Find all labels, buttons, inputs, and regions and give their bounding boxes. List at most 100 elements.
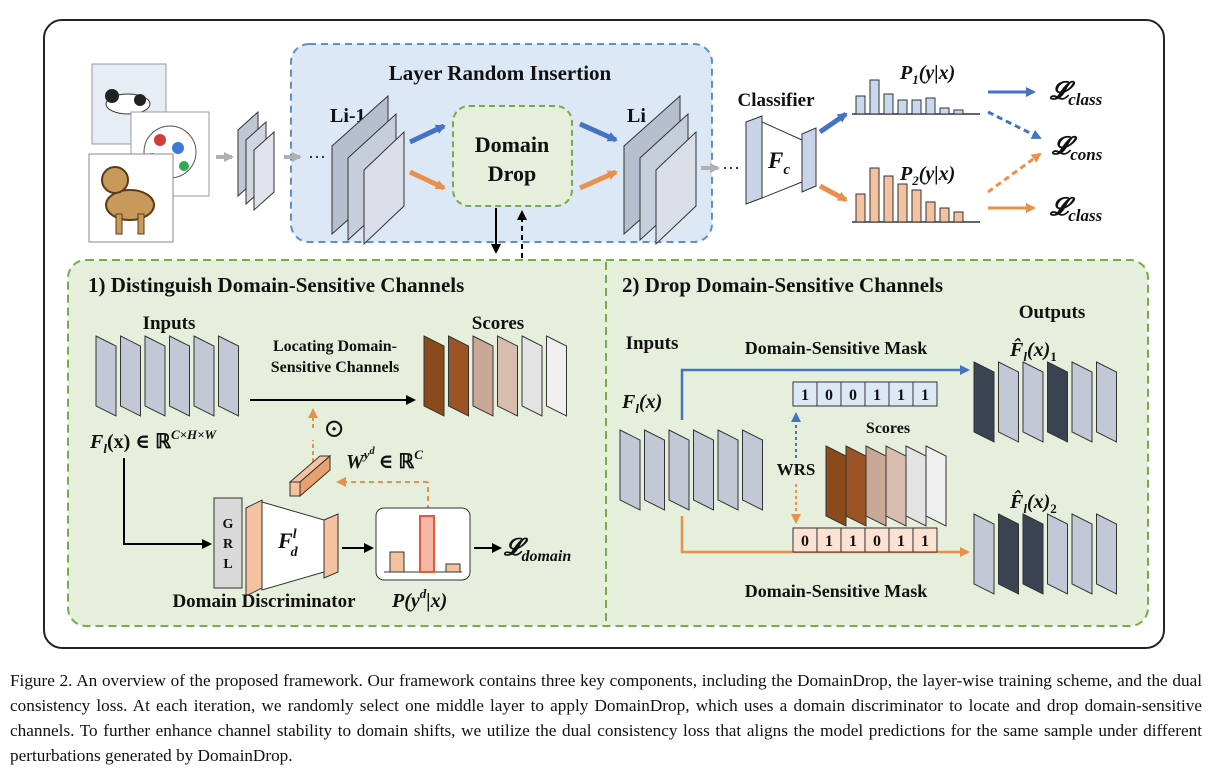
score-channel xyxy=(905,445,927,527)
mask-2-cell xyxy=(840,527,866,553)
grl-r: R xyxy=(223,537,234,552)
grl-block xyxy=(213,497,243,589)
blue-arrow xyxy=(408,123,446,145)
mask-2-value: 1 xyxy=(849,533,857,550)
output-channel xyxy=(1047,361,1068,443)
score-channel xyxy=(825,445,847,527)
p1-bar xyxy=(897,99,908,115)
weight-label: Wyd∈ ℝC xyxy=(346,446,423,473)
layer-cur-label: Li xyxy=(627,105,646,127)
left-panel-title: 1) Distinguish Domain-Sensitive Channels xyxy=(88,273,464,297)
prob-bar xyxy=(389,551,405,573)
output-channel xyxy=(1096,513,1117,595)
left-inputs-label: Inputs xyxy=(143,313,196,334)
mask-2-value: 0 xyxy=(873,533,881,550)
score-channel xyxy=(472,335,494,417)
mask-2-value: 1 xyxy=(921,533,929,550)
p2-bar xyxy=(925,201,936,223)
output-channel xyxy=(1022,361,1044,443)
layer-random-insertion-title: Layer Random Insertion xyxy=(389,61,612,85)
output-channel xyxy=(973,361,995,443)
input-to-grl-arrow xyxy=(123,458,212,549)
output-channel xyxy=(1022,513,1044,595)
p1-bar xyxy=(883,93,894,115)
mask-2-value: 1 xyxy=(897,533,905,550)
orange-arrow xyxy=(408,169,446,191)
score-channel xyxy=(546,335,567,417)
p2-bar xyxy=(911,189,922,223)
p1-bar xyxy=(855,95,866,115)
output-channel xyxy=(1071,513,1093,595)
score-channel xyxy=(521,335,543,417)
input-channel xyxy=(742,429,763,511)
domain-prob-bars xyxy=(384,515,462,573)
mask-1-cell xyxy=(888,381,914,407)
mask-2-value: 1 xyxy=(825,533,833,550)
mask-1-cell xyxy=(864,381,890,407)
prob-label: P(yd|x) xyxy=(391,586,447,612)
grl-l: L xyxy=(223,557,232,572)
framework-diagram: Layer Random Insertion ··· Li-1 Domain xyxy=(43,19,1165,649)
output-channel xyxy=(998,361,1019,443)
input-channel xyxy=(169,335,190,417)
grl-g: G xyxy=(223,517,234,532)
feature-stack-input xyxy=(237,110,275,212)
input-images xyxy=(88,63,210,243)
domaindrop-box xyxy=(452,105,573,207)
p1-bar xyxy=(925,97,936,115)
fl-input-label: Fl(x) ∈ ℝC×H×W xyxy=(89,427,218,456)
output-channel xyxy=(998,513,1019,595)
layer-prev-label: Li-1 xyxy=(330,105,366,127)
domain-discriminator xyxy=(245,499,339,597)
mask-1-value: 1 xyxy=(801,387,809,404)
blue-path-arrow xyxy=(680,365,970,420)
score-channel xyxy=(865,445,887,527)
mask-1-value: 0 xyxy=(849,387,857,404)
score-channel xyxy=(423,335,445,417)
mask-bottom-label: Domain-Sensitive Mask xyxy=(745,581,928,601)
right-panel-title: 2) Drop Domain-Sensitive Channels xyxy=(622,273,943,297)
right-inputs-label: Inputs xyxy=(626,333,679,354)
mask-1-value: 0 xyxy=(825,387,833,404)
output-2-label: F̂l(x)2 xyxy=(1009,489,1057,516)
right-input-channels xyxy=(619,429,763,511)
input-channel xyxy=(619,429,641,511)
p1-bar xyxy=(953,109,964,115)
output-1-label: F̂l(x)1 xyxy=(1009,337,1057,364)
classifier-label: Classifier xyxy=(737,90,815,111)
p1-bar xyxy=(939,107,950,115)
p1-bar xyxy=(911,99,922,115)
output-channel xyxy=(1047,513,1068,595)
domaindrop-label-2: Drop xyxy=(488,161,537,186)
right-score-channels xyxy=(825,445,947,527)
score-channel xyxy=(448,335,469,417)
mask-1-cell xyxy=(792,381,818,407)
prob-bar xyxy=(445,563,461,573)
right-fl-label: Fl(x) xyxy=(621,391,662,416)
right-scores-label: Scores xyxy=(866,420,910,437)
mask-1-cell xyxy=(912,381,938,407)
blue-arrow xyxy=(818,111,848,135)
orange-arrow xyxy=(578,169,618,191)
ellipsis: ··· xyxy=(722,158,740,178)
p2-label: P2(y|x) xyxy=(899,163,955,188)
mask-top-label: Domain-Sensitive Mask xyxy=(745,338,928,358)
left-scores-label: Scores xyxy=(472,313,524,334)
weight-vector-front xyxy=(289,481,301,497)
p2-bar xyxy=(869,167,880,223)
input-channel xyxy=(95,335,117,417)
input-channel xyxy=(693,429,714,511)
mask-2-cell xyxy=(912,527,938,553)
score-channel xyxy=(845,445,867,527)
mask-2-cell xyxy=(816,527,842,553)
output-2-channels xyxy=(973,513,1117,595)
score-channel xyxy=(497,335,518,417)
feature-stack-li xyxy=(623,94,697,246)
domain-discriminator-label: Domain Discriminator xyxy=(172,591,356,612)
p1-bar xyxy=(869,79,880,115)
p2-bar xyxy=(897,183,908,223)
outputs-label: Outputs xyxy=(1019,302,1086,323)
prob-bar xyxy=(419,515,435,573)
classifier-fc xyxy=(745,115,817,205)
